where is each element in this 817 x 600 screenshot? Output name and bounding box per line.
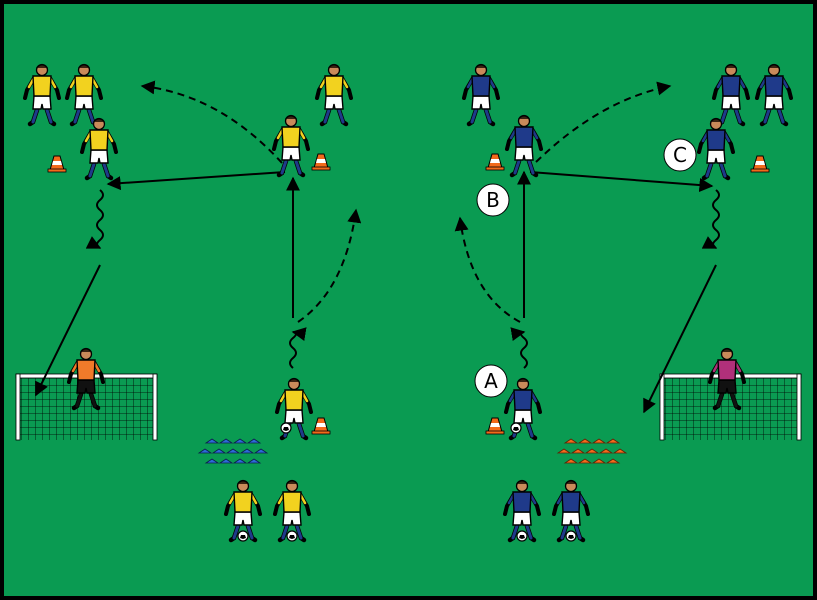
ball — [510, 422, 522, 434]
dribble-path — [510, 327, 528, 369]
dribble-path — [85, 189, 104, 249]
run-arrow — [140, 80, 283, 164]
ball — [516, 530, 528, 542]
label-c: C — [663, 138, 697, 172]
svg-text:B: B — [486, 188, 500, 212]
pass-arrow — [106, 171, 286, 191]
ball — [280, 422, 292, 434]
left-arrows — [35, 80, 362, 397]
svg-text:A: A — [484, 369, 498, 393]
label-b: B — [476, 183, 510, 217]
orange-marker-discs — [556, 438, 628, 464]
run-arrow — [297, 208, 362, 323]
blue-marker-discs — [197, 438, 269, 464]
ball — [286, 530, 298, 542]
ball — [565, 530, 577, 542]
label-a: A — [474, 364, 508, 398]
run-arrow — [454, 216, 521, 323]
right-arrows — [454, 81, 720, 414]
shot-arrow — [35, 264, 101, 397]
shot-arrow — [643, 264, 717, 414]
dribble-path — [701, 189, 720, 249]
pass-arrow — [529, 171, 714, 193]
dribble-path — [289, 327, 307, 369]
ball — [237, 530, 249, 542]
svg-text:C: C — [673, 143, 687, 167]
